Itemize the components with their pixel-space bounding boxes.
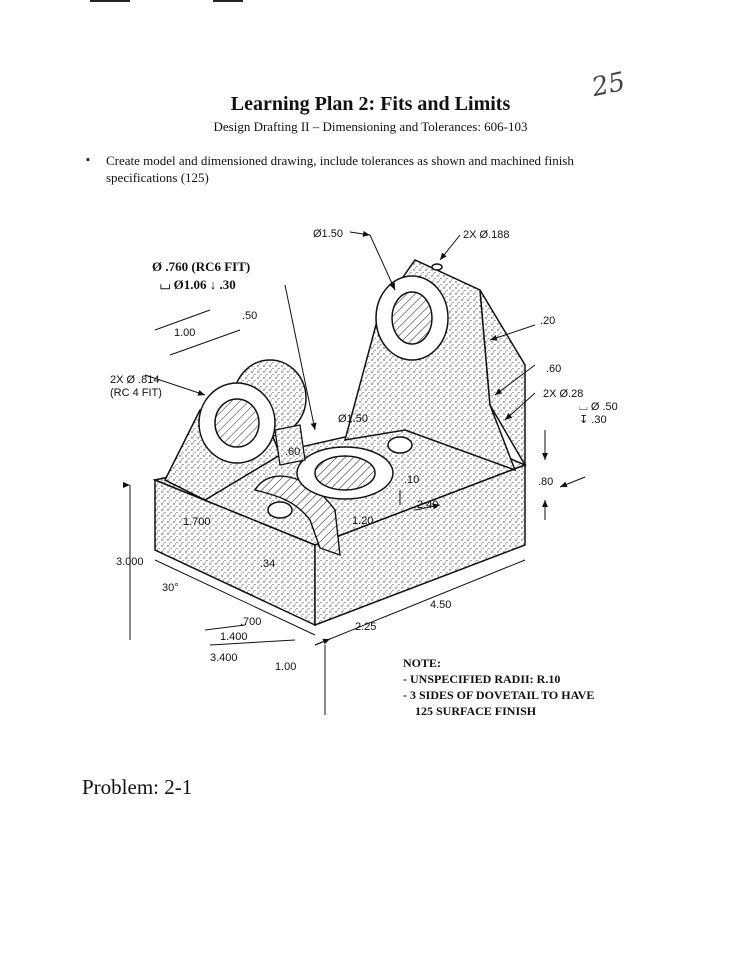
- scan-mark: [90, 0, 130, 2]
- label-d50: .50: [242, 310, 257, 322]
- isometric-drawing: Ø1.50 2X Ø.188 Ø .760 (RC6 FIT) ⌴ Ø1.06 …: [110, 228, 618, 715]
- note-heading: NOTE:: [403, 656, 442, 670]
- label-d100b: 1.00: [275, 661, 296, 673]
- page-subtitle: Design Drafting II – Dimensioning and To…: [213, 119, 528, 134]
- label-cbore: ⌴ Ø1.06 ↓ .30: [160, 277, 236, 292]
- label-side-holes-3: ↧ .30: [579, 414, 607, 426]
- scan-mark: [213, 0, 243, 2]
- label-side-holes-1: 2X Ø.28: [543, 388, 583, 400]
- center-counterbore: [267, 436, 413, 519]
- right-boss: [375, 263, 449, 361]
- note-line: - UNSPECIFIED RADII: R.10: [403, 672, 561, 686]
- label-boss-holes-1: 2X Ø .814: [110, 374, 160, 386]
- dimension-lines: [129, 230, 586, 715]
- label-d34: .34: [260, 558, 275, 570]
- label-d20: .20: [540, 315, 555, 327]
- label-top-dia: Ø1.50: [313, 228, 343, 240]
- label-center-dia: Ø1.50: [338, 413, 368, 425]
- label-d1700: 1.700: [183, 516, 211, 528]
- label-top-holes: 2X Ø.188: [463, 229, 509, 241]
- note-line: - 3 SIDES OF DOVETAIL TO HAVE: [403, 688, 595, 702]
- left-boss: [198, 359, 307, 464]
- label-d700: .700: [240, 616, 261, 628]
- small-block: [274, 424, 306, 466]
- note-line: 125 SURFACE FINISH: [415, 704, 537, 718]
- instruction-text: Create model and dimensioned drawing, in…: [106, 153, 574, 185]
- drawing-note: NOTE: - UNSPECIFIED RADII: R.10 - 3 SIDE…: [403, 655, 594, 719]
- label-angle: 30°: [162, 582, 179, 594]
- label-boss-holes-2: (RC 4 FIT): [110, 387, 162, 399]
- label-d450: 4.50: [430, 599, 451, 611]
- dovetail-slot: [253, 475, 341, 557]
- label-fit1: Ø .760 (RC6 FIT): [152, 259, 250, 274]
- label-d60b: .60: [546, 363, 561, 375]
- label-d120: 1.20: [352, 515, 373, 527]
- label-d10: .10: [404, 474, 419, 486]
- label-d1400: 1.400: [220, 631, 248, 643]
- label-d100a: 1.00: [174, 327, 195, 339]
- label-d3400: 3.400: [210, 652, 238, 664]
- label-d80: .80: [538, 476, 553, 488]
- label-d60a: .60: [285, 446, 300, 458]
- label-side-holes-2: ⌴ Ø .50: [579, 401, 618, 413]
- problem-label: Problem: 2-1: [82, 775, 193, 799]
- page-title: Learning Plan 2: Fits and Limits: [230, 93, 511, 115]
- label-d3000: 3.000: [116, 556, 144, 568]
- label-d240: 2.40: [417, 499, 438, 511]
- label-d225: 2.25: [355, 621, 376, 633]
- bullet-icon: ▪: [86, 154, 90, 166]
